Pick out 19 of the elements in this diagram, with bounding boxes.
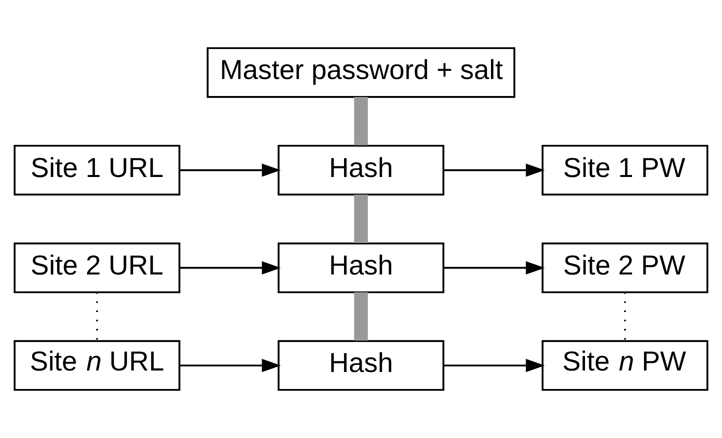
node-box: Site n URL (14, 340, 180, 391)
node-box: Site 2 URL (14, 242, 180, 294)
node-box: Site 2 PW (542, 242, 708, 294)
connector (354, 292, 368, 341)
node-box: Hash (278, 340, 444, 391)
connector (354, 194, 368, 243)
node-box: Master password + salt (206, 47, 516, 98)
node-box: Site 1 URL (14, 144, 180, 196)
arrow (180, 261, 281, 274)
arrow (180, 358, 281, 372)
arrow (180, 164, 281, 177)
node-box: Site n PW (542, 340, 708, 391)
arrow (444, 261, 545, 274)
arrow (444, 164, 545, 177)
connector (354, 96, 368, 146)
node-box: Hash (278, 144, 444, 196)
node-box: Hash (278, 242, 444, 294)
node-box: Site 1 PW (542, 144, 708, 196)
arrow (444, 358, 545, 372)
